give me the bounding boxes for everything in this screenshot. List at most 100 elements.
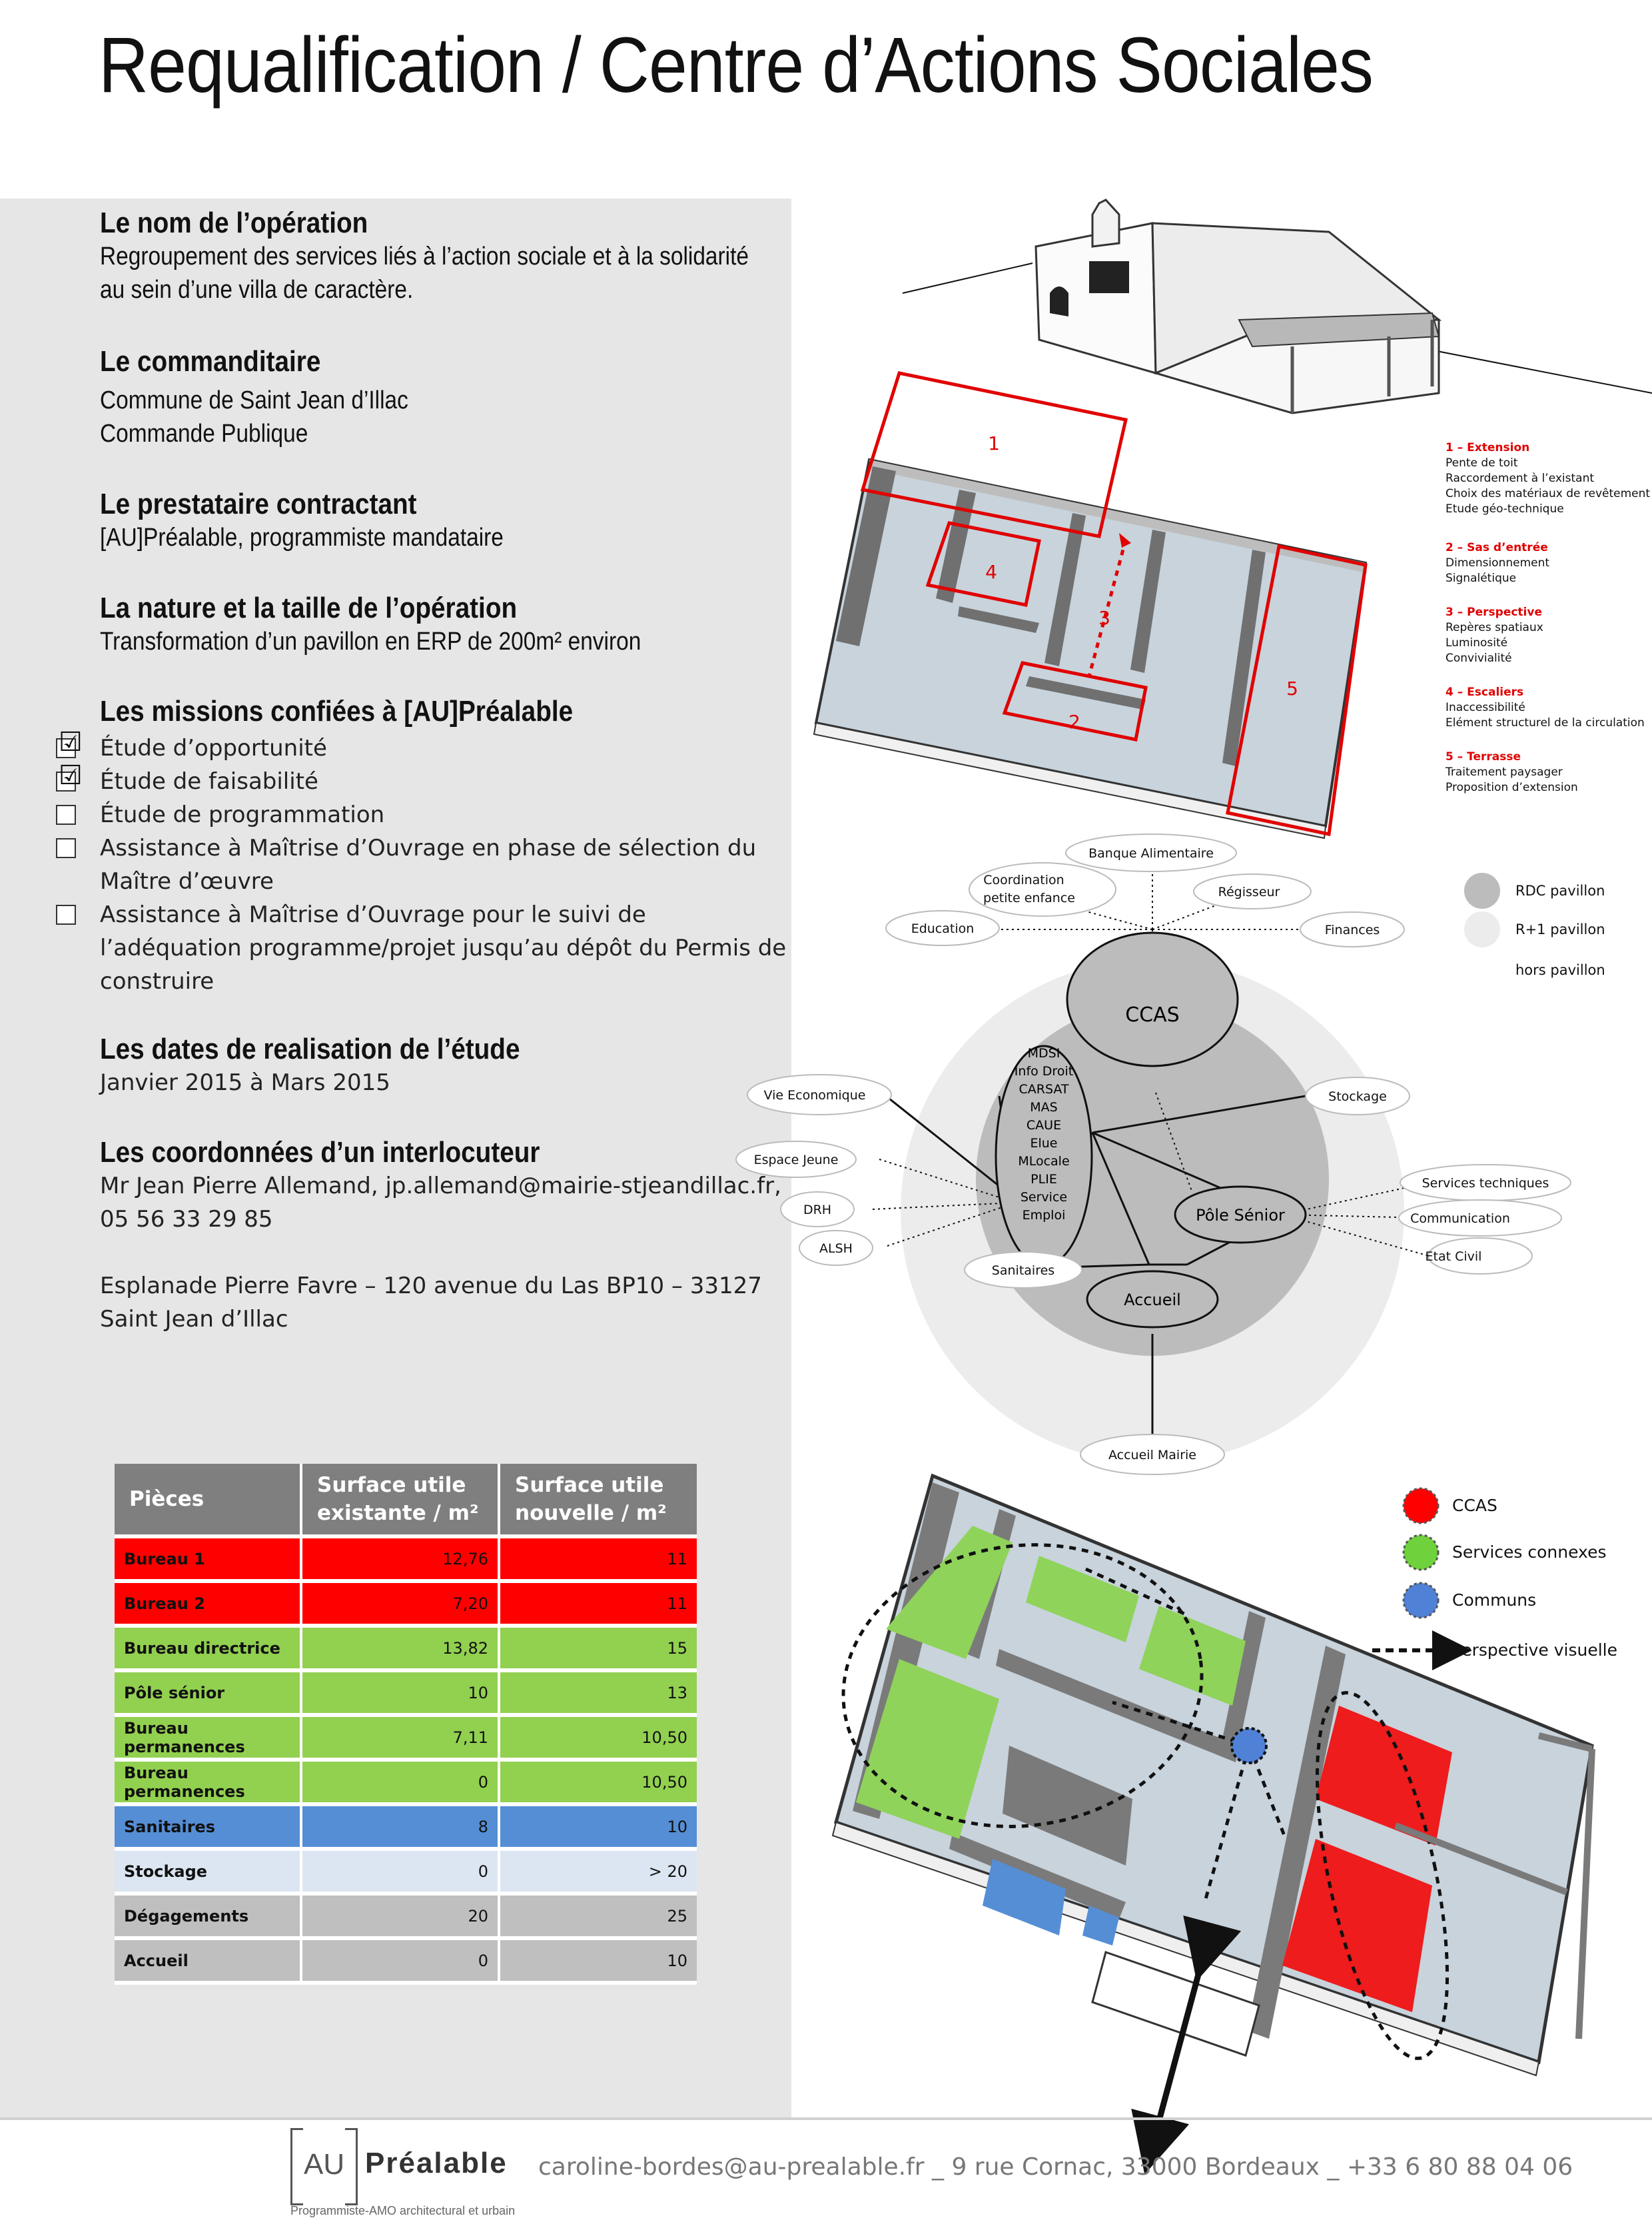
cell-nouvelle: 10 [500,1940,697,1985]
cell-existante: 12,76 [302,1538,500,1583]
legend-perspective: Perspective visuelle [1452,1640,1617,1660]
mission-checkbox[interactable] [56,905,76,925]
check-icon: ☑ [59,760,83,791]
au-prealable-logo: AU Préalable Programmiste-AMO architectu… [290,2128,517,2217]
plan-mark-4: 4 [985,561,997,583]
list-item: Info Droit [1015,1064,1073,1079]
org-espace-jeune: Espace Jeune [754,1153,839,1167]
cell-nouvelle: 10,50 [500,1717,697,1762]
cell-piece: Sanitaires [115,1806,302,1851]
cell-nouvelle: > 20 [500,1851,697,1896]
section-heading: Le nom de l’opération [100,207,368,239]
note-line: Etude géo-technique [1446,502,1564,516]
ccas-services-list: MDSI Info Droit CARSAT MAS CAUE Elue MLo… [1015,1046,1073,1223]
check-icon: ☑ [59,727,83,758]
cell-piece: Bureau permanences [115,1717,302,1762]
org-vie-economique: Vie Economique [764,1088,866,1103]
section-dates: Les dates de realisation de l’étude Janv… [100,1033,793,1099]
section-line: [AU]Préalable, programmiste mandataire [100,524,504,552]
org-coordination: Coordination [983,873,1064,887]
section-line: Regroupement des services liés à l’actio… [100,243,749,271]
cell-nouvelle: 11 [500,1538,697,1583]
note-line: Raccordement à l’existant [1446,472,1594,485]
org-drh: DRH [803,1203,831,1217]
mission-checkbox[interactable] [56,805,76,825]
cell-existante: 7,11 [302,1717,500,1762]
section-line: au sein d’une villa de caractère. [100,276,414,304]
cell-piece: Bureau permanences [115,1762,302,1806]
section-heading: La nature et la taille de l’opération [100,592,518,624]
list-item: MAS [1030,1100,1057,1115]
footer-divider [0,2117,1652,2120]
list-item: MLocale [1018,1154,1069,1169]
org-sanitaires: Sanitaires [992,1263,1054,1278]
org-etat-civil: Etat Civil [1426,1249,1482,1264]
cell-nouvelle: 13 [500,1672,697,1717]
mission-checkbox[interactable]: ☑ [56,762,83,792]
note-line: Proposition d’extension [1446,781,1578,794]
note-line: Traitement paysager [1445,766,1563,779]
org-alsh: ALSH [819,1241,853,1256]
note-title: 1 – Extension [1446,441,1529,454]
zoning-plan [831,1473,1595,2175]
section-line: Janvier 2015 à Mars 2015 [100,1069,390,1096]
section-prestataire: Le prestataire contractant [AU]Préalable… [100,488,793,554]
note-title: 5 – Terrasse [1446,750,1521,764]
section-missions: Les missions confiées à [AU]Préalable [100,695,793,728]
mission-label: Étude de programmation [100,802,385,828]
mission-label: Assistance à Maîtrise d’Ouvrage pour le … [100,901,787,995]
footer-contact: caroline-bordes@au-prealable.fr _ 9 rue … [538,2153,1573,2181]
bracket-left [290,2128,303,2205]
note-title: 2 – Sas d’entrée [1446,541,1548,554]
header-text: Pièces [129,1487,205,1511]
legend-hors: hors pavillon [1515,962,1605,978]
section-line: Transformation d’un pavillon en ERP de 2… [100,628,641,656]
org-regisseur: Régisseur [1218,885,1280,899]
zoning-legend: CCAS Services connexes Communs Perspecti… [1372,1487,1617,1670]
logo-subtitle: Programmiste-AMO architectural et urbain [290,2204,516,2217]
contact-line: Mr Jean Pierre Allemand, jp.allemand@mai… [100,1173,781,1199]
mission-checkbox[interactable] [56,838,76,858]
cell-existante: 0 [302,1940,500,1985]
cell-piece: Bureau directrice [115,1628,302,1672]
section-heading: Les coordonnées d’un interlocuteur [100,1136,540,1169]
list-item: Service [1021,1190,1067,1205]
list-item: CARSAT [1019,1082,1068,1097]
org-communication: Communication [1410,1211,1510,1226]
section-nature: La nature et la taille de l’opération Tr… [100,592,793,658]
floor-plan-marks: 1 2 3 4 5 [813,371,1368,839]
org-accueil-mairie: Accueil Mairie [1108,1448,1196,1462]
cell-existante: 13,82 [302,1628,500,1672]
logo-name: Préalable [365,2147,508,2179]
cell-existante: 8 [302,1806,500,1851]
mission-label: Étude d’opportunité [100,735,327,762]
note-line: Elément structurel de la circulation [1446,716,1645,730]
legend-rdc: RDC pavillon [1515,883,1605,899]
address-line: Esplanade Pierre Favre – 120 avenue du L… [100,1273,762,1299]
section-coordonnees: Les coordonnées d’un interlocuteur Mr Je… [100,1136,793,1336]
cell-piece: Bureau 1 [115,1538,302,1583]
header-text: nouvelle / m² [515,1501,667,1525]
bracket-right [345,2128,358,2205]
section-heading: Les dates de realisation de l’étude [100,1033,520,1065]
cell-piece: Stockage [115,1851,302,1896]
mission-checkbox[interactable]: ☑ [56,729,83,758]
note-line: Convivialité [1446,652,1512,665]
legend-ccas: CCAS [1452,1496,1497,1515]
cell-existante: 10 [302,1672,500,1717]
legend-services-connexes: Services connexes [1452,1542,1606,1562]
list-item: PLIE [1031,1172,1057,1187]
note-line: Choix des matériaux de revêtement [1446,487,1650,500]
page-title: Requalification / Centre d’Actions Socia… [99,21,1374,109]
header-text: Surface utile [515,1473,664,1497]
legend-r1: R+1 pavillon [1515,921,1605,937]
section-heading: Le prestataire contractant [100,488,417,520]
perspective-sketch [902,199,1652,414]
org-coordination: petite enfance [983,891,1075,905]
note-line: Repères spatiaux [1446,621,1543,634]
